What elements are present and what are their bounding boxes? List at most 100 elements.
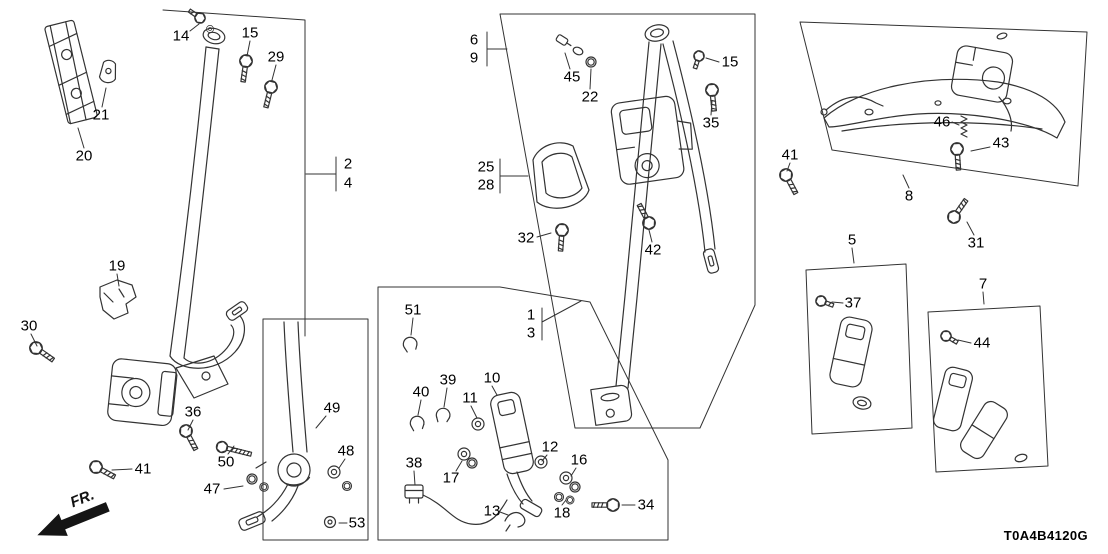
clip-39	[435, 407, 452, 424]
center-seatbelt-assembly	[532, 24, 803, 426]
ring	[852, 396, 872, 410]
callout-2: 2	[343, 155, 353, 173]
callout-1: 1	[526, 306, 536, 324]
callout-53: 53	[348, 514, 366, 532]
callout-9: 9	[469, 49, 479, 67]
clip-21	[98, 59, 117, 84]
callout-48: 48	[337, 442, 355, 460]
bolt-34	[591, 498, 620, 512]
callout-14: 14	[172, 27, 190, 45]
clip-13	[504, 511, 526, 532]
cover-25	[532, 142, 590, 209]
wire	[825, 96, 884, 111]
callout-37: 37	[844, 294, 862, 312]
callout-25: 25	[477, 158, 495, 176]
buckle-b	[960, 400, 1008, 460]
callout-41-front: 41	[134, 460, 152, 478]
callout-39: 39	[439, 371, 457, 389]
rear-seatbelt-assembly-8	[820, 32, 1066, 227]
clip-40	[408, 414, 426, 432]
callout-21: 21	[92, 106, 110, 124]
buckle-assembly-5	[813, 293, 873, 410]
callout-17: 17	[442, 469, 460, 487]
ring-16	[569, 481, 581, 493]
callout-3: 3	[526, 324, 536, 342]
d-ring	[202, 27, 226, 45]
spring-46	[960, 115, 968, 138]
callout-32: 32	[517, 229, 535, 247]
d-ring	[644, 24, 670, 42]
retractor	[610, 95, 693, 185]
latch-plate	[238, 511, 266, 531]
callout-11: 11	[462, 389, 478, 407]
front-seatbelt-assembly	[26, 5, 280, 484]
fr-label: FR.	[68, 486, 97, 511]
diagram-code: T0A4B4120G	[1003, 528, 1088, 543]
callout-30: 30	[20, 317, 38, 335]
buckle-a	[933, 366, 973, 432]
cap-45	[572, 46, 584, 56]
callout-44: 44	[973, 334, 991, 352]
callout-47: 47	[203, 480, 221, 498]
connector-38	[404, 484, 424, 504]
callout-50: 50	[217, 453, 235, 471]
fr-direction-arrow	[37, 502, 110, 536]
callout-38: 38	[405, 454, 423, 472]
bolt-32	[553, 222, 570, 252]
callout-7: 7	[978, 275, 988, 293]
retractor	[107, 358, 178, 427]
callout-31: 31	[967, 234, 985, 252]
ring-48	[341, 480, 353, 492]
bracket-19	[99, 279, 137, 320]
ring-47b	[259, 482, 269, 492]
callout-45: 45	[563, 68, 581, 86]
anchor-plate-20	[44, 19, 98, 125]
latch-plate	[225, 301, 249, 321]
anchor-mechanism	[277, 453, 311, 487]
callout-10: 10	[483, 369, 501, 387]
leader-lines	[30, 23, 991, 524]
buckle-set-assembly	[401, 335, 620, 532]
callout-34: 34	[637, 496, 655, 514]
buckle-10	[490, 391, 534, 475]
ring-17	[466, 457, 478, 469]
washer-17	[457, 447, 471, 461]
callout-15-front: 15	[241, 24, 259, 42]
washer-16	[559, 471, 573, 485]
callout-51: 51	[404, 301, 422, 319]
callout-13: 13	[483, 502, 501, 520]
ring-47	[246, 473, 258, 485]
lap-belt-assembly-49	[214, 321, 353, 531]
callout-8: 8	[904, 187, 914, 205]
bolt-44	[938, 328, 961, 348]
washer-12	[534, 455, 548, 469]
screw-53	[323, 515, 337, 529]
ring-22	[585, 56, 597, 68]
callout-12: 12	[541, 438, 559, 456]
callout-29: 29	[267, 48, 285, 66]
wire-harness	[422, 494, 508, 525]
pin-45	[555, 34, 572, 47]
callout-20: 20	[75, 147, 93, 165]
anchor-plate	[519, 498, 543, 518]
callout-40: 40	[412, 383, 430, 401]
callout-19: 19	[108, 257, 126, 275]
screw-14	[185, 5, 208, 26]
buckle-assembly-7	[933, 328, 1028, 463]
callout-4: 4	[343, 174, 353, 192]
callout-15-center: 15	[721, 53, 739, 71]
clip-51	[401, 335, 419, 354]
washer-48	[327, 465, 341, 479]
buckle	[829, 316, 873, 388]
callout-46: 46	[933, 113, 951, 131]
callout-36: 36	[184, 403, 202, 421]
callout-49: 49	[323, 399, 341, 417]
callout-42: 42	[644, 241, 662, 259]
bolt-30	[26, 338, 58, 366]
callout-28: 28	[477, 176, 495, 194]
callout-22: 22	[581, 88, 599, 106]
bolt-29	[259, 78, 280, 110]
assembly-outlines	[162, 9, 1088, 541]
